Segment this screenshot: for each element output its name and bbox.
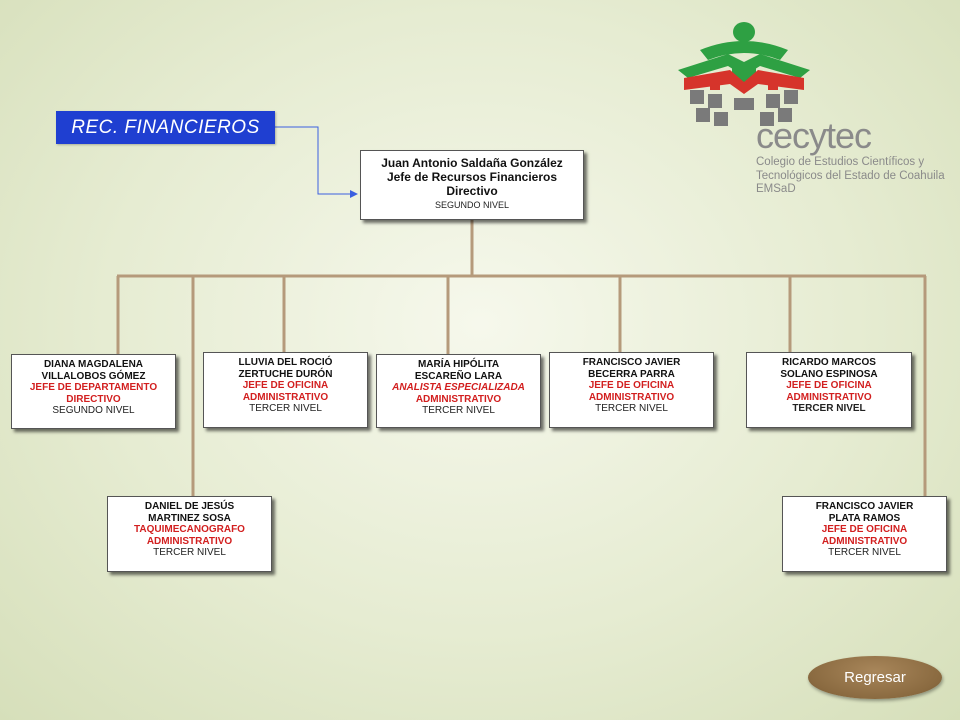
staff-position: JEFE DE OFICINA [821,524,908,535]
section-tag: REC. FINANCIEROS [56,111,275,144]
staff-position: JEFE DE OFICINA [242,380,329,391]
staff-surname: SOLANO ESPINOSA [780,368,878,380]
head-box: Juan Antonio Saldaña González Jefe de Re… [360,150,584,220]
staff-surname: BECERRA PARRA [588,368,675,380]
staff-box-becerra: FRANCISCO JAVIER BECERRA PARRA JEFE DE O… [549,352,714,428]
staff-box-zertuche: LLUVIA DEL ROCIÓ ZERTUCHE DURÓN JEFE DE … [203,352,368,428]
staff-surname: PLATA RAMOS [828,512,901,524]
staff-position: ANALISTA ESPECIALIZADA [392,382,525,393]
staff-category: DIRECTIVO [66,393,121,405]
back-button[interactable]: Regresar [808,656,942,699]
staff-level: TERCER NIVEL [792,403,866,414]
staff-level: SEGUNDO NIVEL [52,405,135,416]
staff-level: TERCER NIVEL [828,547,901,558]
staff-level: TERCER NIVEL [595,403,668,414]
staff-box-villalobos: DIANA MAGDALENA VILLALOBOS GÓMEZ JEFE DE… [11,354,176,429]
staff-surname: VILLALOBOS GÓMEZ [41,370,146,382]
staff-category: ADMINISTRATIVO [821,535,908,547]
staff-name: FRANCISCO JAVIER [815,501,914,512]
logo-line1: Colegio de Estudios Científicos y [756,156,925,168]
staff-position: TAQUIMECANOGRAFO [134,524,245,535]
head-level: SEGUNDO NIVEL [434,200,510,210]
staff-box-martinez: DANIEL DE JESÚS MARTINEZ SOSA TAQUIMECAN… [107,496,272,572]
staff-category: ADMINISTRATIVO [146,535,233,547]
staff-box-escareno: MARÍA HIPÓLITA ESCAREÑO LARA ANALISTA ES… [376,354,541,428]
staff-level: TERCER NIVEL [249,403,322,414]
staff-position: JEFE DE OFICINA [588,380,675,391]
staff-surname: ZERTUCHE DURÓN [238,368,333,380]
logo-line2: Tecnológicos del Estado de Coahuila [756,169,945,182]
staff-name: FRANCISCO JAVIER [582,357,681,368]
staff-category: ADMINISTRATIVO [786,391,872,403]
head-title: Jefe de Recursos Financieros [386,170,558,184]
head-category: Directivo [446,184,498,198]
staff-box-plata: FRANCISCO JAVIER PLATA RAMOS JEFE DE OFI… [782,496,947,572]
staff-category: ADMINISTRATIVO [415,393,502,405]
staff-surname: MARTINEZ SOSA [148,512,231,524]
staff-position: JEFE DE DEPARTAMENTO [29,382,158,393]
staff-level: TERCER NIVEL [422,405,495,416]
head-name: Juan Antonio Saldaña González [381,156,563,170]
staff-level: TERCER NIVEL [153,547,226,558]
staff-surname: ESCAREÑO LARA [414,370,503,382]
staff-name: MARÍA HIPÓLITA [417,359,500,370]
staff-name: LLUVIA DEL ROCIÓ [238,357,333,368]
cecytec-logo-emblem [678,22,810,126]
logo-line3: EMSaD [756,183,796,195]
staff-name: DANIEL DE JESÚS [144,501,235,512]
logo-wordmark: cecytec [756,115,872,156]
staff-name: DIANA MAGDALENA [43,359,144,370]
staff-box-solano: RICARDO MARCOS SOLANO ESPINOSA JEFE DE O… [746,352,912,428]
staff-name: RICARDO MARCOS [782,357,876,368]
cecytec-logo-text: cecytec Colegio de Estudios Científicos … [756,118,956,197]
staff-position: JEFE DE OFICINA [786,380,872,391]
staff-category: ADMINISTRATIVO [242,391,329,403]
staff-category: ADMINISTRATIVO [588,391,675,403]
